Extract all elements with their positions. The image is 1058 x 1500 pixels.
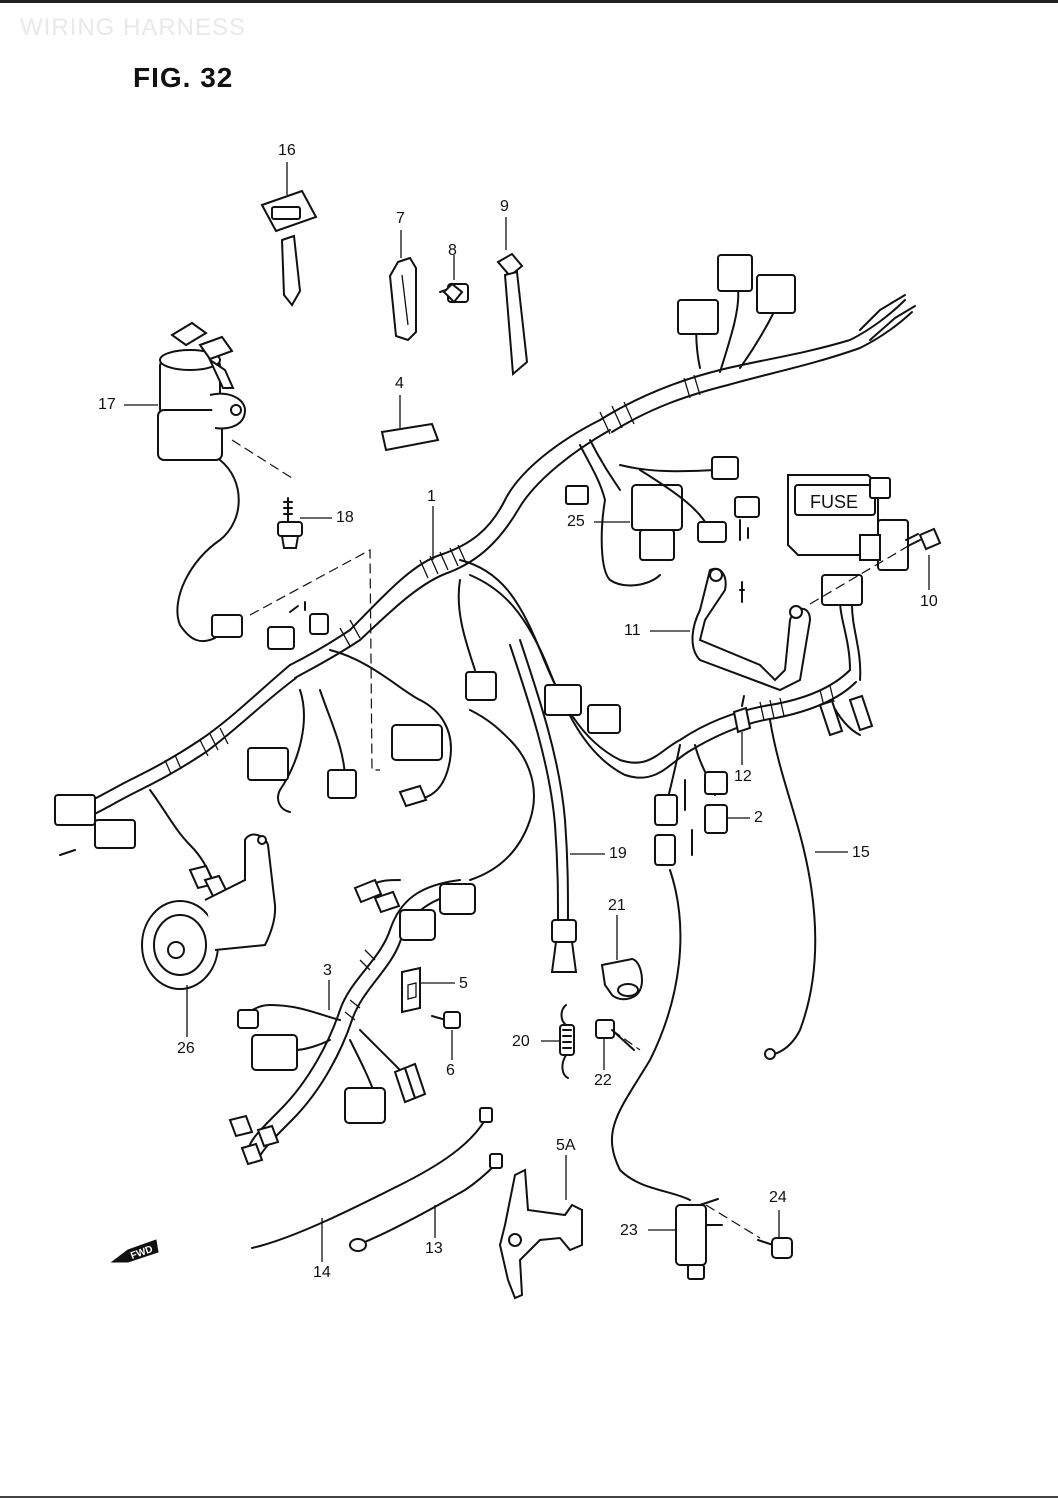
callout-9: 9 (500, 198, 509, 215)
clamp-7 (388, 256, 417, 342)
guide-line-17 (249, 548, 380, 771)
bottom-border (0, 1496, 1058, 1498)
callout-7: 7 (396, 210, 405, 227)
key (260, 189, 318, 307)
guide-line-10 (809, 544, 911, 605)
bracket-5a (498, 1168, 583, 1300)
callout-8: 8 (448, 242, 457, 259)
callout-24: 24 (769, 1189, 787, 1206)
horn (141, 833, 277, 990)
callout-21: 21 (608, 897, 626, 914)
fuse-box-label: FUSE (810, 492, 858, 512)
callout-26: 26 (177, 1040, 195, 1057)
callout-11: 11 (624, 622, 641, 639)
main-harness (54, 254, 916, 1201)
callout-14: 14 (313, 1264, 331, 1281)
spring-20 (559, 1004, 575, 1079)
callout-22: 22 (594, 1072, 612, 1089)
screw-6 (431, 1011, 461, 1029)
lead-wire-14 (251, 1107, 493, 1249)
resistor-23 (675, 1198, 723, 1280)
pad-4 (380, 422, 440, 452)
guide-line-22 (611, 1029, 641, 1051)
guide-line-23 (705, 1204, 761, 1239)
callout-6: 6 (446, 1062, 455, 1079)
callout-18: 18 (336, 509, 354, 526)
callout-4: 4 (395, 375, 404, 392)
top-border (0, 0, 1058, 3)
callout-13: 13 (425, 1240, 443, 1257)
forward-arrow-icon (110, 1239, 159, 1263)
callout-12: 12 (734, 768, 752, 785)
terminal-12 (732, 706, 752, 734)
leader-lines (124, 162, 930, 1262)
sub-harness-3 (228, 709, 535, 1166)
callout-5: 5 (459, 975, 468, 992)
clamp-5 (401, 966, 421, 1014)
callout-5a: 5A (556, 1137, 576, 1154)
screw-8 (439, 282, 469, 304)
callout-17: 17 (98, 396, 116, 413)
guide-line-18 (231, 439, 293, 479)
callout-15: 15 (852, 844, 870, 861)
bolt-24 (757, 1237, 793, 1259)
figure-title: FIG. 32 (133, 62, 234, 93)
bolt-10 (905, 527, 942, 551)
bolt-18 (277, 497, 303, 549)
bracket-11 (691, 567, 812, 692)
cable-tie (496, 252, 529, 377)
fuse-box (787, 474, 909, 571)
fwd-label: FWD (129, 1244, 154, 1262)
ignition-switch (157, 321, 247, 643)
callout-1: 1 (427, 488, 436, 505)
page-header: WIRING HARNESS (20, 14, 247, 41)
callout-25: 25 (567, 513, 585, 530)
screw-22 (595, 1019, 635, 1051)
callout-19: 19 (609, 845, 627, 862)
lead-wire-15 (767, 719, 817, 1056)
callout-2: 2 (754, 809, 763, 826)
callout-3: 3 (323, 962, 332, 979)
callout-23: 23 (620, 1222, 638, 1239)
callout-16: 16 (278, 142, 296, 159)
callout-20: 20 (512, 1033, 530, 1050)
callout-10: 10 (920, 593, 938, 610)
ground-lead-13 (349, 1153, 503, 1252)
